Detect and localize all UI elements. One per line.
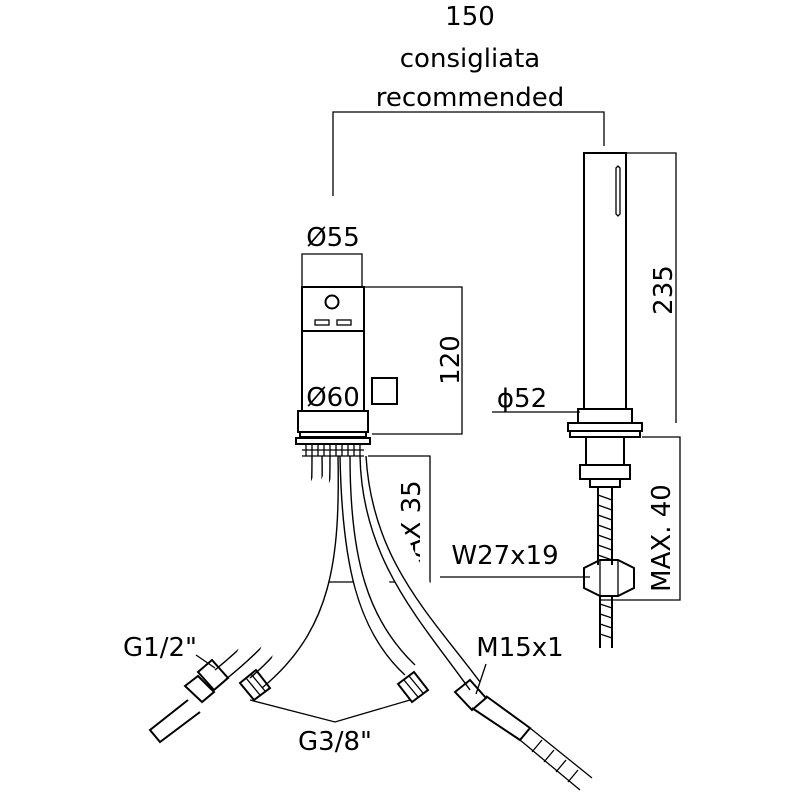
shower-hose-fitting <box>359 455 593 791</box>
shower-holder-flange <box>579 464 631 480</box>
distance-value: 150 <box>445 2 495 32</box>
mixer-gasket <box>299 431 367 438</box>
inlet-nut-collar <box>183 674 216 704</box>
shower-hose-end <box>599 596 613 648</box>
hose-thread-label: G3/8" <box>298 727 372 757</box>
mixer-top-diameter-line <box>301 253 363 287</box>
shower-hose-thread-label: M15x1 <box>476 633 563 663</box>
shower-holder-top <box>567 422 643 432</box>
shower-hose-inner <box>365 455 481 683</box>
shower-holder-neck <box>589 478 621 488</box>
mixer-thread-fins <box>302 444 364 457</box>
inlet-thread-leader <box>195 654 216 669</box>
mixer-base-diameter-label: Ø60 <box>306 383 360 413</box>
shower-height-dimension-line <box>626 152 677 423</box>
inlet-nut-hex <box>196 658 230 692</box>
shower-holder-body <box>585 436 625 466</box>
shower-base-diameter-label: ϕ52 <box>497 384 547 414</box>
shower-holder-nut <box>583 559 635 597</box>
hose-fitting-right-nut <box>396 670 430 704</box>
distance-dimension: 150 consigliata recommended <box>332 2 605 196</box>
distance-dimension-line <box>332 111 605 196</box>
distance-note-italian: consigliata <box>400 44 540 74</box>
inlet-pipe <box>148 699 201 744</box>
hose-mid-left-inner <box>261 455 339 689</box>
mixer-top-diameter-label: Ø55 <box>306 223 360 253</box>
shower-height-label: 235 <box>649 265 679 315</box>
mixer-height-label: 120 <box>436 335 466 385</box>
shower-handle-groove <box>615 165 621 217</box>
inlet-thread-label: G1/2" <box>123 633 197 663</box>
mixer-deck-plate <box>295 437 371 445</box>
mixer-height-dimension-line <box>364 286 463 435</box>
shower-base-ring <box>577 408 633 424</box>
hose-fitting-right <box>396 670 430 704</box>
mixer-mark-hot <box>336 319 352 326</box>
hose-fitting-left <box>238 668 272 702</box>
mixer-mark-cold <box>314 319 330 326</box>
shower-max-deck-label: MAX. 40 <box>647 484 677 592</box>
distance-note-english: recommended <box>376 83 564 113</box>
mixer-indicator-icon <box>324 294 340 310</box>
shower-hose-nut <box>453 678 488 712</box>
shower-hose-connector <box>471 695 532 742</box>
flexible-hoses <box>148 455 593 791</box>
hose-thread-leader <box>249 699 411 723</box>
shower-nut-label: W27x19 <box>451 541 558 571</box>
mixer-lever-handle <box>371 377 398 405</box>
mixer-base-flange <box>297 410 369 433</box>
shower-holder-thread-marks <box>597 494 613 561</box>
hand-shower: 235 ϕ52 MAX. 40 W27x19 <box>440 152 681 648</box>
shower-max-deck-line <box>600 436 681 601</box>
shower-thread-leader <box>475 663 487 695</box>
shower-hose-spiral <box>519 727 593 791</box>
inlet-fitting <box>148 658 230 744</box>
